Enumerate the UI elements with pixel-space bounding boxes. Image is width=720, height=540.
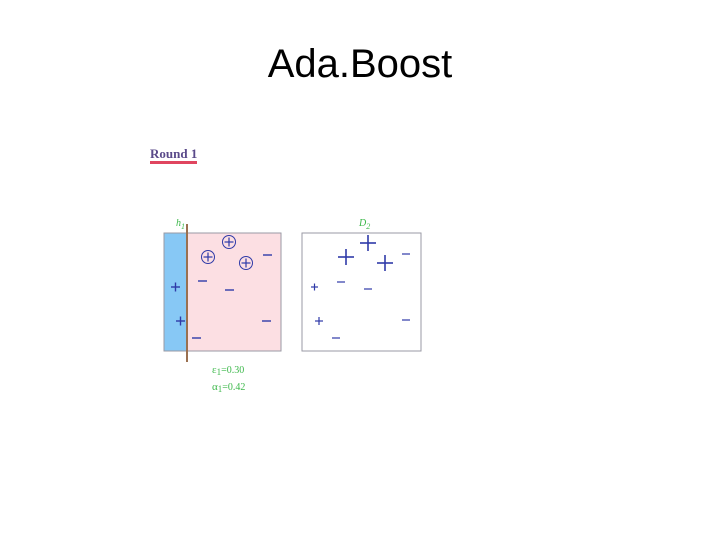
misclassified-plus-1 [222,235,236,249]
plus-point [171,282,180,292]
distribution-label: D2 [358,218,370,231]
hypothesis-label: h1 [176,218,185,231]
weighted-plus-1 [360,235,376,251]
error-label: ε1=0.30 [212,364,244,377]
weighted-plus-3 [377,255,393,271]
weighted-plus-2 [338,249,354,265]
misclassified-plus-2 [201,250,215,264]
left-panel-frame [163,232,282,352]
right-panel-frame [301,232,422,352]
left-panel: h1 ε1= [163,218,282,394]
positive-region [164,233,187,351]
plus-point [176,316,185,326]
misclassified-plus-3 [239,256,253,270]
plus-point-small [311,283,318,291]
plus-point-small [315,317,323,325]
right-panel: D2 [301,218,422,352]
round-label: Round 1 [150,146,198,164]
alpha-label: α1=0.42 [212,381,245,394]
negative-region [187,233,281,351]
slide-title: Ada.Boost [267,42,453,86]
